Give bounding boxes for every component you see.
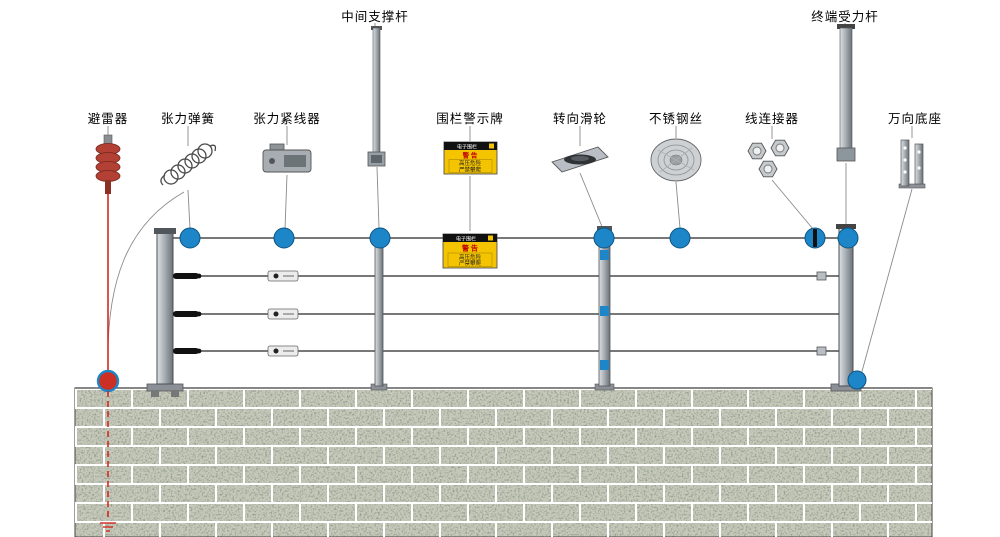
sign-line2-text: 严禁攀爬 (459, 259, 482, 267)
connector-image (747, 139, 790, 178)
pulley-image (551, 146, 609, 173)
ground-wire (96, 194, 120, 532)
sign-line1-text: 高压危险 (459, 159, 482, 167)
label-warning-sign: 围栏警示牌 (436, 112, 504, 126)
warning-sign-fence: 电子围栏 警 告 高压危险 严禁攀爬 (442, 233, 498, 269)
label-arrester: 避雷器 (87, 112, 129, 126)
label-terminal-pole: 终端受力杆 (811, 10, 879, 24)
wire-coil-image (650, 138, 702, 182)
leader-lines (107, 23, 913, 376)
mid-fence-post-2 (594, 226, 615, 391)
label-wire-connector: 线连接器 (744, 112, 800, 126)
insulator-anchors (173, 273, 202, 354)
wire-tighteners (267, 270, 299, 357)
label-stainless-wire: 不锈钢丝 (648, 112, 704, 126)
fence-wires (173, 237, 852, 352)
wall (74, 387, 933, 537)
label-tension-spring: 张力弹簧 (160, 112, 216, 126)
ground-insulator (96, 369, 120, 393)
wire-connector-clips (816, 271, 827, 356)
spring-image (160, 143, 217, 186)
sign-title-text: 警 告 (462, 244, 478, 253)
label-turning-pulley: 转向滑轮 (552, 112, 608, 126)
label-universal-base: 万向底座 (887, 112, 943, 126)
mid-fence-post-1 (370, 231, 388, 391)
sign-line1-text: 高压危险 (459, 253, 482, 261)
sign-title-text: 警 告 (463, 151, 478, 160)
universal-base-image (898, 139, 926, 189)
label-mid-support-pole: 中间支撑杆 (341, 10, 409, 24)
terminal-pole-image (836, 24, 856, 162)
label-wire-tightener: 张力紧线器 (253, 112, 321, 126)
insulator-discs (179, 227, 859, 249)
base-insulator (847, 370, 867, 390)
mid-support-pole-image (367, 26, 386, 167)
warning-sign-sample: 电子围栏 警 告 高压危险 严禁攀爬 (443, 141, 498, 175)
sign-line2-text: 严禁攀爬 (459, 165, 482, 173)
sign-header-text: 电子围栏 (456, 235, 476, 242)
left-end-post (146, 228, 202, 397)
sign-header-text: 电子围栏 (457, 143, 477, 150)
tightener-image (262, 143, 312, 173)
arrester-image (95, 134, 121, 194)
terminal-fence-post (830, 224, 867, 392)
